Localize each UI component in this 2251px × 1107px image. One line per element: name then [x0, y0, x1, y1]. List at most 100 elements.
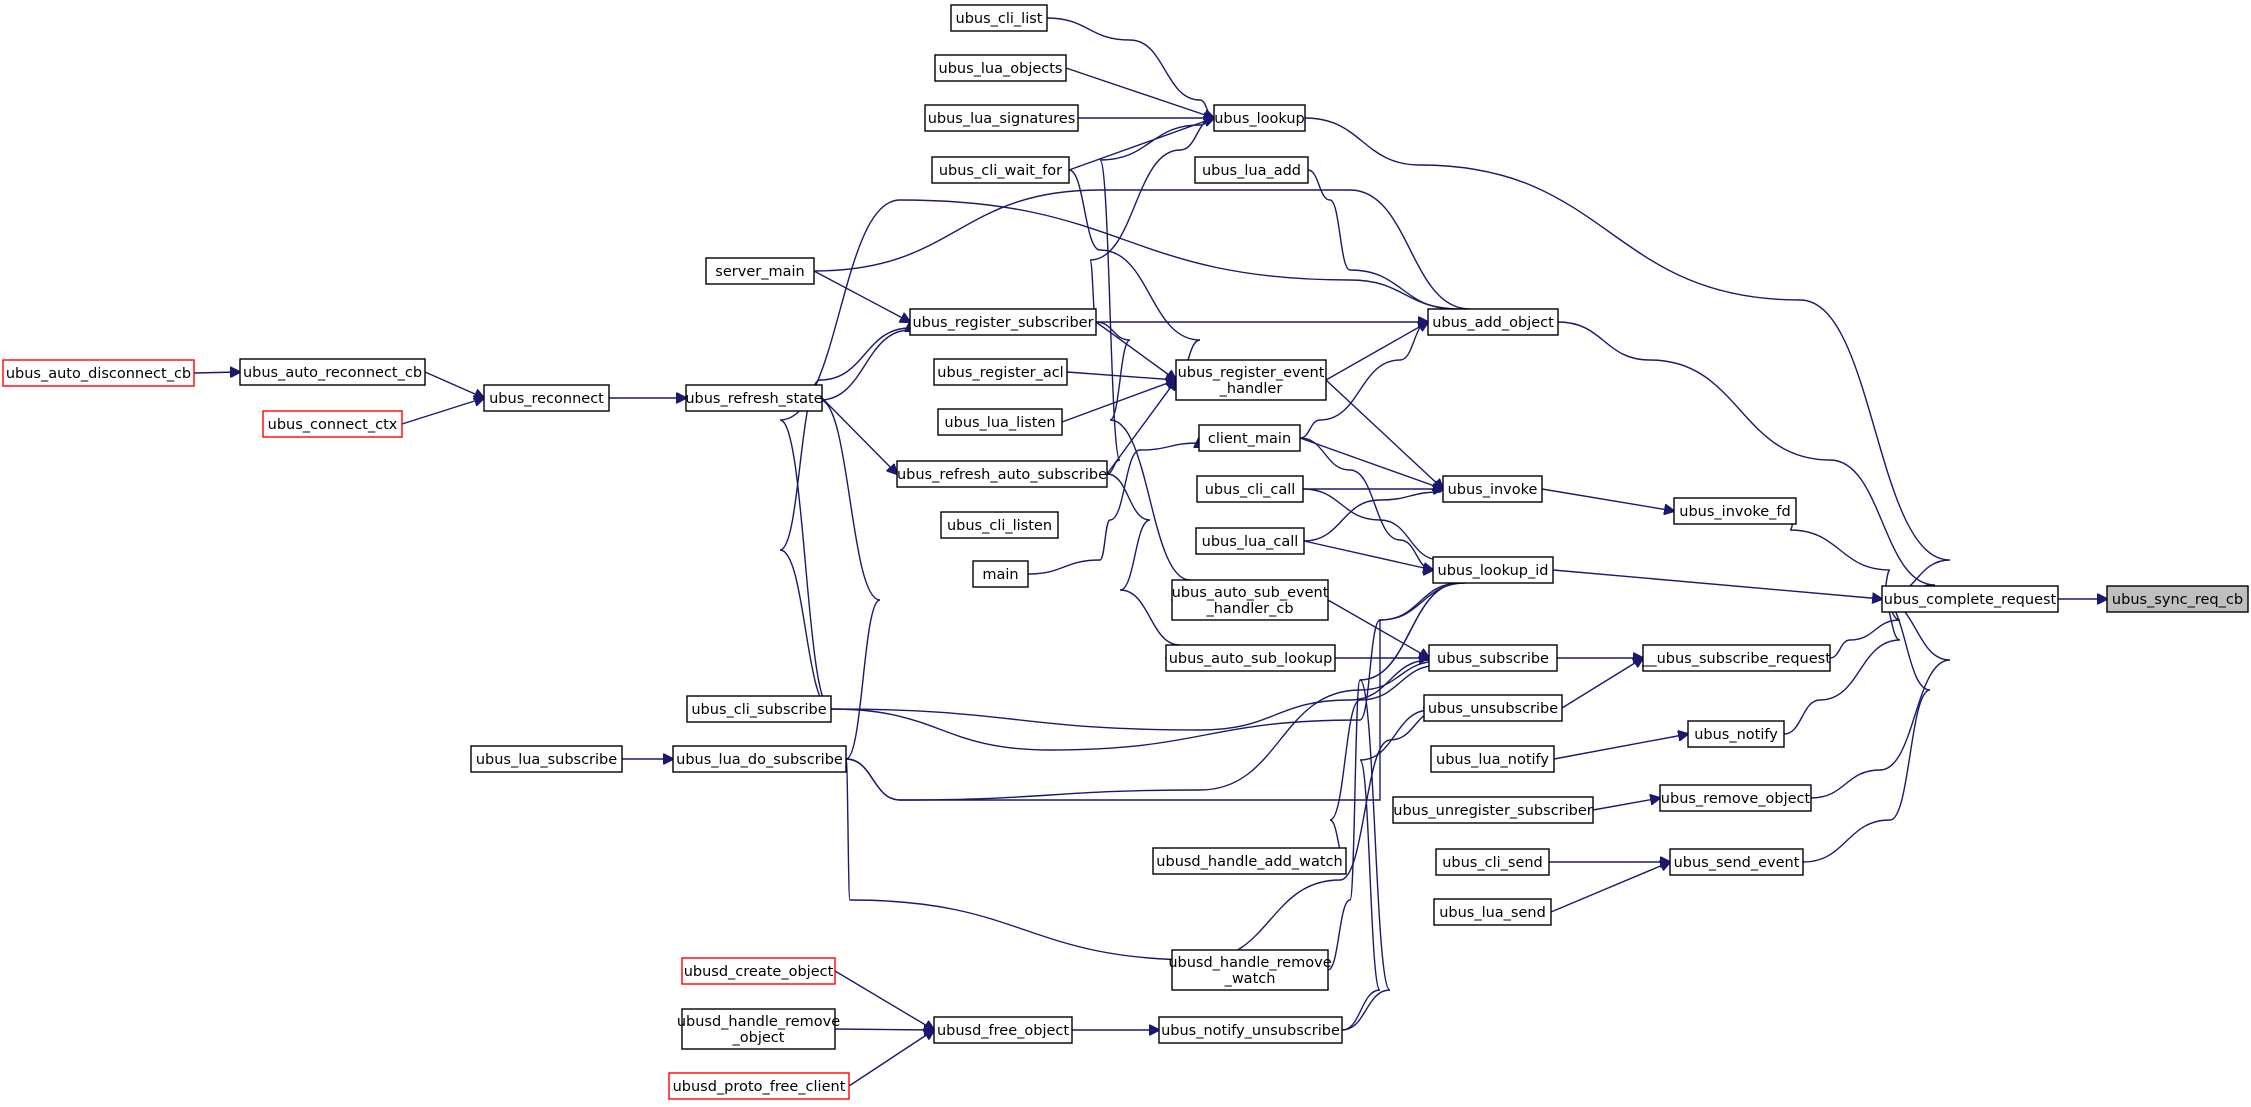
- edge-ubus_auto_sub_event_handler_cb-to-ubus_subscribe: [1327, 599, 1429, 658]
- node-main[interactable]: main: [972, 560, 1029, 588]
- node-label: ubusd_handle_remove: [677, 1014, 840, 1030]
- node-server_main[interactable]: server_main: [705, 257, 815, 285]
- node-ubus_lua_call[interactable]: ubus_lua_call: [1195, 527, 1305, 555]
- node-ubusd_proto_free_client[interactable]: ubusd_proto_free_client: [668, 1072, 850, 1100]
- edge-ubus_lua_call-to-ubus_lookup_id: [1303, 540, 1433, 570]
- node-ubus_lua_do_subscribe[interactable]: ubus_lua_do_subscribe: [672, 745, 847, 773]
- edge-ubus_cli_subscribe-to-ubus_subscribe: [830, 658, 1430, 731]
- node-ubus_notify_unsubscribe[interactable]: ubus_notify_unsubscribe: [1158, 1016, 1343, 1044]
- node-label: ubus_auto_sub_lookup: [1169, 651, 1333, 667]
- node-ubus_sync_req_cb[interactable]: ubus_sync_req_cb: [2106, 585, 2249, 613]
- node-ubus_subscribe[interactable]: ubus_subscribe: [1428, 644, 1558, 672]
- node-ubus_lookup[interactable]: ubus_lookup: [1213, 104, 1306, 132]
- node-box: [1428, 644, 1558, 672]
- node-ubus_add_object[interactable]: ubus_add_object: [1427, 308, 1559, 336]
- node-box: [1171, 579, 1329, 621]
- node-box: [950, 4, 1048, 32]
- node-ubus_connect_ctx[interactable]: ubus_connect_ctx: [262, 410, 403, 438]
- node-box: [896, 460, 1108, 488]
- node-ubus_cli_list[interactable]: ubus_cli_list: [950, 4, 1048, 32]
- node-box: [1435, 848, 1550, 876]
- node-ubus_auto_sub_lookup[interactable]: ubus_auto_sub_lookup: [1165, 644, 1336, 672]
- node-ubus_cli_listen[interactable]: ubus_cli_listen: [940, 511, 1059, 539]
- node-label: ubusd_handle_remove: [1168, 955, 1331, 971]
- node-ubus_send_event[interactable]: ubus_send_event: [1669, 848, 1804, 876]
- node-box: [934, 54, 1067, 82]
- node-box: [1687, 720, 1785, 748]
- node-box: [483, 384, 610, 412]
- edge-ubusd_proto_free_client-to-ubusd_free_object: [848, 1030, 934, 1087]
- node-ubus_invoke_fd[interactable]: ubus_invoke_fd: [1673, 497, 1797, 525]
- node-ubus_lua_objects[interactable]: ubus_lua_objects: [934, 54, 1067, 82]
- edge-ubus_invoke-to-ubus_invoke_fd: [1541, 488, 1674, 511]
- node-label: ubus_cli_list: [956, 11, 1043, 27]
- node-ubus_invoke[interactable]: ubus_invoke: [1442, 475, 1543, 503]
- edge-ubus_cli_subscribe-to-ubus_add_object: [779, 199, 1461, 710]
- node-ubusd_handle_add_watch[interactable]: ubusd_handle_add_watch: [1152, 847, 1347, 875]
- node-label: ubusd_handle_add_watch: [1156, 854, 1342, 870]
- node-ubus_lua_notify[interactable]: ubus_lua_notify: [1430, 745, 1555, 773]
- edge-ubus_lookup_id-to-ubus_complete_request: [1552, 569, 1882, 599]
- node-ubusd_handle_remove_watch[interactable]: ubusd_handle_remove_watch: [1168, 949, 1332, 991]
- node-ubus_remove_object[interactable]: ubus_remove_object: [1659, 784, 1812, 812]
- node-ubus_auto_disconnect_cb[interactable]: ubus_auto_disconnect_cb: [2, 359, 195, 387]
- node-box: [1213, 104, 1306, 132]
- node-ubus_lua_subscribe[interactable]: ubus_lua_subscribe: [470, 745, 623, 773]
- node-ubus_notify[interactable]: ubus_notify: [1687, 720, 1785, 748]
- node-ubus_register_subscriber[interactable]: ubus_register_subscriber: [909, 308, 1097, 336]
- node-client_main[interactable]: client_main: [1198, 424, 1301, 452]
- node-label: ubusd_proto_free_client: [673, 1079, 846, 1095]
- node-box: [1194, 156, 1309, 184]
- node-box: [1171, 949, 1329, 991]
- node-ubus_cli_send[interactable]: ubus_cli_send: [1435, 848, 1550, 876]
- edge-ubus_register_subscriber-to-ubus_lookup: [1089, 118, 1214, 323]
- edge-client_main-to-ubus_lookup_id: [1299, 437, 1433, 570]
- node-ubus_register_acl[interactable]: ubus_register_acl: [933, 358, 1068, 386]
- node-ubus_refresh_state[interactable]: ubus_refresh_state: [685, 384, 823, 412]
- edge-ubus_add_object-to-ubus_complete_request: [1557, 321, 1936, 599]
- node-ubus_cli_call[interactable]: ubus_cli_call: [1196, 475, 1304, 503]
- node-ubus_lookup_id[interactable]: ubus_lookup_id: [1432, 556, 1554, 584]
- edge-ubusd_handle_add_watch-to-ubus_subscribe: [1329, 658, 1441, 862]
- node-label: ubus_register_event: [1178, 365, 1325, 381]
- node-ubusd_create_object[interactable]: ubusd_create_object: [681, 957, 836, 985]
- node-label: server_main: [715, 264, 804, 280]
- node-ubus_refresh_auto_subscribe[interactable]: ubus_refresh_auto_subscribe: [896, 460, 1108, 488]
- node-ubus_register_event_handler[interactable]: ubus_register_event_handler: [1175, 359, 1327, 401]
- node-ubus_cli_subscribe[interactable]: ubus_cli_subscribe: [686, 695, 832, 723]
- node-ubus_lua_send[interactable]: ubus_lua_send: [1433, 898, 1552, 926]
- node-ubus_reconnect[interactable]: ubus_reconnect: [483, 384, 610, 412]
- node-label: ubus_remove_object: [1661, 791, 1811, 807]
- node-label: ubus_lua_add: [1202, 163, 1301, 179]
- edge-ubus_lua_notify-to-ubus_notify: [1553, 734, 1688, 760]
- edge-ubus_unregister_subscriber-to-ubus_remove_object: [1592, 798, 1660, 811]
- edge-ubus_lua_add-to-ubus_add_object: [1307, 169, 1456, 322]
- node-ubusd_handle_remove_object[interactable]: ubusd_handle_remove_object: [677, 1008, 840, 1050]
- node-label: ubus_lua_subscribe: [476, 752, 617, 768]
- node-box: [2, 359, 195, 387]
- node-label: ubus_unregister_subscriber: [1393, 803, 1593, 819]
- node-box: [686, 695, 832, 723]
- node-ubus_complete_request[interactable]: ubus_complete_request: [1881, 585, 2059, 613]
- node-ubus_unsubscribe[interactable]: ubus_unsubscribe: [1423, 694, 1563, 722]
- node-label: ubusd_free_object: [937, 1023, 1069, 1039]
- node-label: _handler_cb: [1205, 601, 1293, 617]
- node-ubus_lua_listen[interactable]: ubus_lua_listen: [937, 408, 1063, 436]
- node-ubus_auto_sub_event_handler_cb[interactable]: ubus_auto_sub_event_handler_cb: [1171, 579, 1329, 621]
- node-label: ubus_refresh_auto_subscribe: [897, 467, 1107, 483]
- node-ubus_lua_add[interactable]: ubus_lua_add: [1194, 156, 1309, 184]
- node-__ubus_subscribe_request[interactable]: __ubus_subscribe_request: [1641, 644, 1831, 672]
- edge-server_main-to-ubus_add_object: [813, 189, 1471, 322]
- edge-ubus_remove_object-to-ubus_complete_request: [1810, 599, 1951, 799]
- edge-ubus_send_event-to-ubus_complete_request: [1802, 599, 1931, 863]
- edges: [193, 17, 2107, 1087]
- node-label: ubus_lookup: [1214, 111, 1305, 127]
- node-ubus_unregister_subscriber[interactable]: ubus_unregister_subscriber: [1392, 796, 1594, 824]
- node-ubus_cli_wait_for[interactable]: ubus_cli_wait_for: [931, 156, 1070, 184]
- node-label: ubus_auto_sub_event: [1172, 585, 1329, 601]
- node-ubus_auto_reconnect_cb[interactable]: ubus_auto_reconnect_cb: [239, 358, 426, 386]
- node-box: [924, 104, 1079, 132]
- node-ubus_lua_signatures[interactable]: ubus_lua_signatures: [924, 104, 1079, 132]
- node-ubusd_free_object[interactable]: ubusd_free_object: [933, 1016, 1073, 1044]
- node-label: ubus_reconnect: [489, 391, 604, 407]
